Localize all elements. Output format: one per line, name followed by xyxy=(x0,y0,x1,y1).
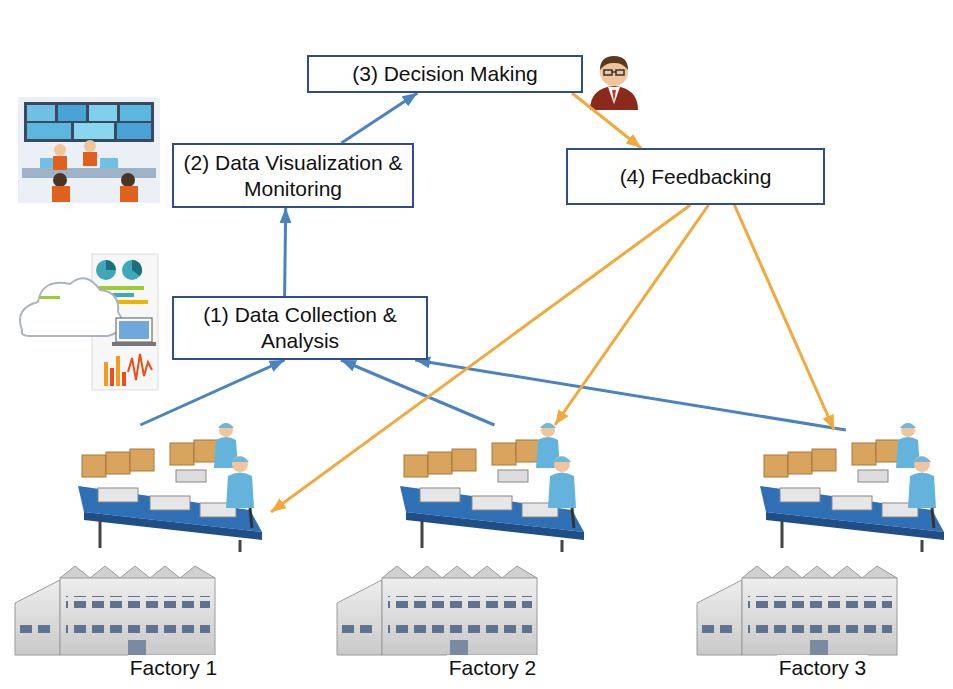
process-box: (4) Feedbacking xyxy=(566,148,825,205)
factory: Factory 3 xyxy=(725,430,920,681)
data-flow-arrow xyxy=(285,208,286,296)
process-box: (1) Data Collection & Analysis xyxy=(172,296,428,360)
factory-label: Factory 3 xyxy=(777,655,869,681)
control-room-picture xyxy=(18,97,160,203)
box-label: (1) Data Collection & Analysis xyxy=(180,302,420,353)
factory-illustration xyxy=(697,423,944,655)
feedback-arrow xyxy=(734,205,834,430)
data-flow-arrow xyxy=(341,93,417,143)
process-box: (2) Data Visualization & Monitoring xyxy=(172,143,414,208)
factory-label: Factory 1 xyxy=(128,655,220,681)
data-flow-arrow xyxy=(140,360,284,425)
factory-label: Factory 2 xyxy=(447,655,539,681)
box-label: (3) Decision Making xyxy=(352,61,538,87)
factory: Factory 2 xyxy=(395,425,590,681)
factory-illustration xyxy=(15,423,262,655)
factory-illustration xyxy=(337,423,584,655)
feedback-arrow xyxy=(555,205,709,425)
manager-icon xyxy=(590,56,638,110)
cloud-analytics-picture xyxy=(20,254,158,390)
box-label: (2) Data Visualization & Monitoring xyxy=(180,150,406,201)
process-box: (3) Decision Making xyxy=(307,55,583,93)
feedback-arrow xyxy=(572,93,641,148)
box-label: (4) Feedbacking xyxy=(620,164,772,190)
data-flow-arrow xyxy=(415,360,846,430)
factory: Factory 1 xyxy=(76,425,271,681)
